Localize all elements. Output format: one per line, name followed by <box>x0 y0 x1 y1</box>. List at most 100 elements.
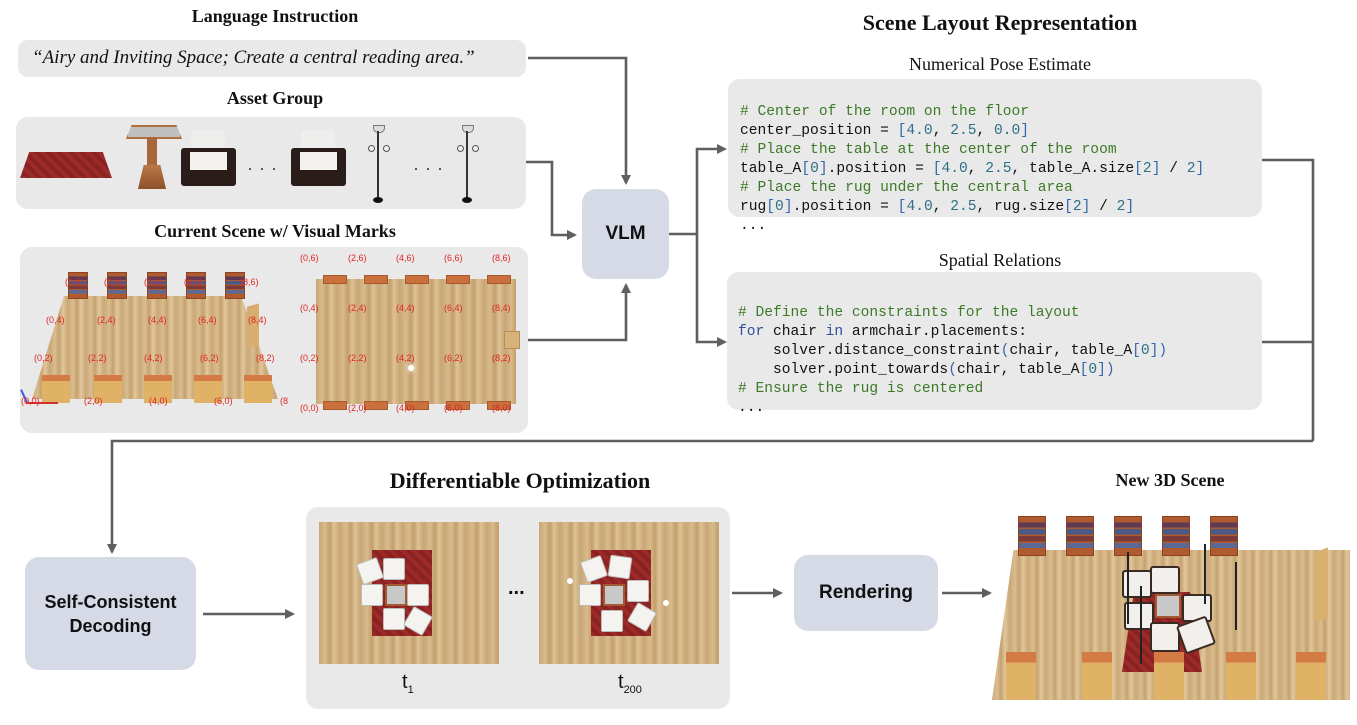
optimization-frame-t200 <box>539 522 719 664</box>
arrow-vlm-to-spatial <box>695 234 727 347</box>
visual-mark-label: (6,2) <box>444 353 463 363</box>
code-line: rug[0].position = [4.0, 2.5, rug.size[2]… <box>740 199 1135 215</box>
visual-mark-label: (0,0) <box>300 403 319 413</box>
asset-group-box: . . . . . . <box>16 117 526 209</box>
visual-mark-label: (6,2) <box>200 353 219 363</box>
visual-mark-label: (6,6) <box>184 277 203 287</box>
timestep-start-sub: 1 <box>407 684 414 696</box>
code-ellipsis: ... <box>738 400 765 416</box>
timestep-end-sub: 200 <box>623 684 642 696</box>
visual-mark-label: (4,0) <box>396 403 415 413</box>
numerical-pose-code: # Center of the room on the floor center_… <box>740 84 1204 274</box>
visual-mark-label: (8,0) <box>492 403 511 413</box>
new-3d-scene-render <box>992 512 1357 700</box>
visual-mark-label: (8,6) <box>240 277 259 287</box>
visual-mark-label: (4,6) <box>396 253 415 263</box>
visual-mark-label: (0,2) <box>34 353 53 363</box>
side-table-asset <box>126 125 182 189</box>
optimization-title: Differentiable Optimization <box>389 468 651 493</box>
arrow-layout-to-decoding <box>107 439 1313 554</box>
vlm-block: VLM <box>582 189 669 279</box>
code-comment: # Place the rug under the central area <box>740 180 1073 196</box>
visual-mark-label: (0,4) <box>300 303 319 313</box>
visual-mark-label: (4,4) <box>396 303 415 313</box>
arrow-language-to-vlm <box>528 56 631 185</box>
optimization-frame-t1 <box>319 522 499 664</box>
arrow-vlm-to-numerical <box>695 144 727 234</box>
armchair-asset <box>291 130 346 186</box>
current-scene-title: Current Scene w/ Visual Marks <box>154 221 396 241</box>
current-scene-box: (0,6) (2,6) (4,6) (6,6) (8,6) (0,4) (2,4) (4,4)… <box>20 247 528 433</box>
decoding-label-line2: Decoding <box>69 615 152 636</box>
code-comment: # Place the table at the center of the r… <box>740 142 1117 158</box>
visual-mark-label: (2,0) <box>348 403 367 413</box>
visual-mark-label: (0,2) <box>300 353 319 363</box>
code-comment: # Center of the room on the floor <box>740 104 1030 120</box>
timestep-end-label: t200 <box>618 671 642 696</box>
optimization-box: ... t1 t200 <box>306 507 730 709</box>
visual-mark-label: (6,0) <box>214 396 233 406</box>
visual-mark-label: (8,6) <box>492 253 511 263</box>
visual-mark-label: (2,4) <box>97 315 116 325</box>
code-line: solver.point_towards(chair, table_A[0]) <box>738 362 1115 378</box>
rendering-block: Rendering <box>794 555 938 631</box>
floor-lamp-asset <box>455 125 479 205</box>
timestep-start-t: t <box>402 671 408 693</box>
visual-mark-label: (2,0) <box>84 396 103 406</box>
armchair-asset <box>181 130 236 186</box>
visual-mark-label: (6,0) <box>444 403 463 413</box>
language-instruction-box: “Airy and Inviting Space; Create a centr… <box>18 40 526 77</box>
self-consistent-decoding-block: Self-Consistent Decoding <box>25 557 196 670</box>
connector-numerical-out <box>1255 158 1315 441</box>
code-line: table_A[0].position = [4.0, 2.5, table_A… <box>740 161 1205 177</box>
decoding-label-line1: Self-Consistent <box>44 591 177 612</box>
optimization-ellipsis: ... <box>508 577 525 599</box>
asset-group-title: Asset Group <box>226 88 324 108</box>
topdown-scene-view: (0,6) (2,6) (4,6) (6,6) (8,6) (0,4) (2,4) (4,4)… <box>298 247 528 433</box>
spatial-relations-title: Spatial Relations <box>938 250 1062 270</box>
asset-ellipsis: . . . <box>414 157 444 174</box>
visual-mark-label: (2,2) <box>88 353 107 363</box>
visual-mark-label: (4,0) <box>149 396 168 406</box>
language-instruction-text: “Airy and Inviting Space; Create a centr… <box>32 47 475 68</box>
arrow-assets-to-vlm <box>526 160 577 240</box>
new-scene-title: New 3D Scene <box>1115 470 1225 490</box>
floor-lamp-asset <box>366 125 390 205</box>
numerical-pose-title: Numerical Pose Estimate <box>909 54 1091 74</box>
scene-layout-title: Scene Layout Representation <box>862 10 1138 35</box>
numerical-pose-code-block: # Center of the room on the floor center_… <box>728 79 1262 234</box>
visual-mark-label: (2,4) <box>348 303 367 313</box>
code-line: solver.distance_constraint(chair, table_… <box>738 343 1168 359</box>
code-comment: # Define the constraints for the layout <box>738 305 1080 321</box>
code-ellipsis: ... <box>740 218 767 234</box>
spatial-relations-code-block: # Define the constraints for the layout f… <box>727 272 1262 416</box>
visual-mark-label: (6,6) <box>444 253 463 263</box>
visual-mark-label: (8,4) <box>492 303 511 313</box>
visual-mark-label: (4,6) <box>144 277 163 287</box>
visual-mark-label: (0,6) <box>65 277 84 287</box>
perspective-scene-view: (0,6)(2,6)(4,6)(6,6)(8,6)(0,4)(2,4)(4,4)… <box>20 247 295 433</box>
visual-mark-label: (8,2) <box>256 353 275 363</box>
visual-mark-label: (2,2) <box>348 353 367 363</box>
code-line: for chair in armchair.placements: <box>738 324 1028 340</box>
visual-mark-label: (0,0) <box>21 396 40 406</box>
timestep-end-t: t <box>618 671 624 693</box>
visual-mark-label: (8,2) <box>492 353 511 363</box>
visual-mark-label: (6,4) <box>444 303 463 313</box>
asset-ellipsis: . . . <box>248 157 278 174</box>
arrow-scene-to-vlm <box>528 283 631 342</box>
code-line: center_position = [4.0, 2.5, 0.0] <box>740 123 1030 139</box>
visual-mark-label: (4,4) <box>148 315 167 325</box>
visual-mark-label: (0,6) <box>300 253 319 263</box>
code-comment: # Ensure the rug is centered <box>738 381 984 397</box>
visual-mark-label: (8,4) <box>248 315 267 325</box>
visual-mark-label: (2,6) <box>348 253 367 263</box>
timestep-start-label: t1 <box>402 671 414 696</box>
visual-mark-label: (4,2) <box>144 353 163 363</box>
visual-mark-label: (8 <box>280 396 289 406</box>
language-instruction-title: Language Instruction <box>191 6 359 26</box>
visual-mark-label: (0,4) <box>46 315 65 325</box>
rug-asset <box>20 152 112 178</box>
spatial-relations-code: # Define the constraints for the layout f… <box>738 285 1167 456</box>
visual-mark-label: (4,2) <box>396 353 415 363</box>
